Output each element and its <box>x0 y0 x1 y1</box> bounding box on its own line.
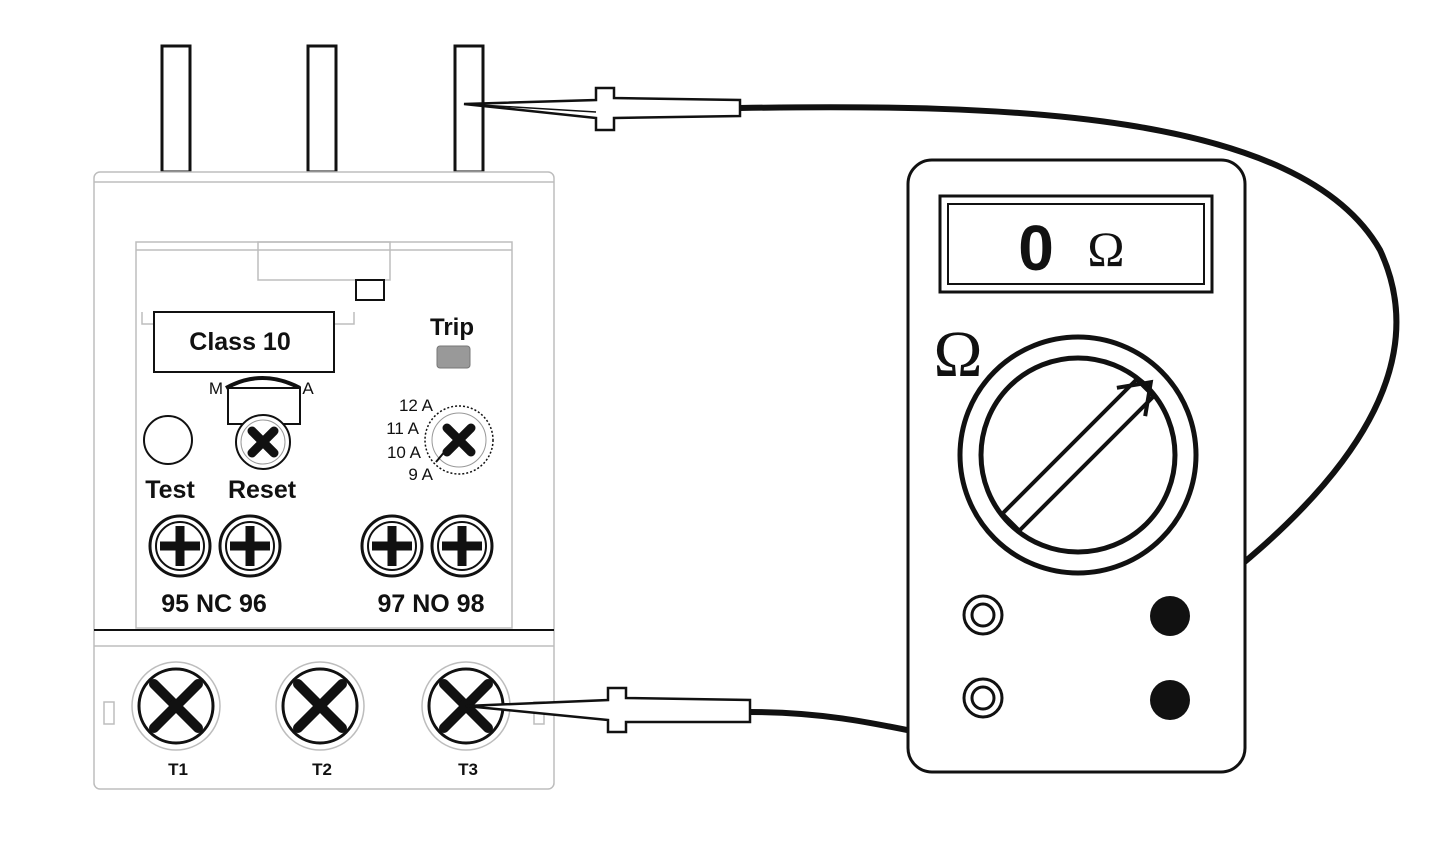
test-leads <box>463 86 1400 753</box>
line-pin-l2 <box>306 44 338 174</box>
overload-relay: Class 10 Trip M A Test Reset 12 A 11 A 1… <box>93 44 555 790</box>
reset-label: Reset <box>228 476 297 504</box>
lead-upper <box>739 104 1400 623</box>
jack-left-upper[interactable] <box>962 594 1004 636</box>
multimeter: 0 Ω Ω <box>906 158 1247 774</box>
current-setting-11a: 11 A <box>386 419 419 438</box>
probe-upper[interactable] <box>463 86 742 132</box>
class-label: Class 10 <box>189 328 290 356</box>
mode-auto-label: A <box>302 379 314 398</box>
current-setting-12a: 12 A <box>399 396 434 415</box>
mode-manual-label: M <box>209 379 223 398</box>
terminal-t3-label: T3 <box>458 760 478 779</box>
terminal-t1-screw[interactable] <box>131 661 221 751</box>
jack-right-lower[interactable] <box>1150 680 1190 720</box>
terminal-97-screw[interactable] <box>360 514 424 578</box>
current-adjust-dial[interactable] <box>424 405 494 475</box>
line-pin-l1 <box>160 44 192 174</box>
reset-screw[interactable] <box>235 414 291 470</box>
terminal-t1-label: T1 <box>168 760 188 779</box>
test-button[interactable] <box>143 415 193 465</box>
terminal-t2-screw[interactable] <box>275 661 365 751</box>
display-value: 0 <box>1018 212 1054 284</box>
display-unit: Ω <box>1087 221 1124 277</box>
terminal-t2-label: T2 <box>312 760 332 779</box>
test-label: Test <box>145 476 195 504</box>
jack-right-upper[interactable] <box>1150 596 1190 636</box>
terminal-96-screw[interactable] <box>218 514 282 578</box>
no-contact-label: 97 NO 98 <box>377 590 484 618</box>
terminal-98-screw[interactable] <box>430 514 494 578</box>
status-window <box>355 279 385 301</box>
mode-selector[interactable]: M A <box>209 376 314 425</box>
rotary-selector-knob[interactable] <box>957 334 1199 576</box>
terminal-95-screw[interactable] <box>148 514 212 578</box>
trip-indicator <box>436 345 471 369</box>
current-setting-10a: 10 A <box>387 443 422 462</box>
jack-left-lower[interactable] <box>962 677 1004 719</box>
current-setting-9a: 9 A <box>408 465 433 484</box>
nc-contact-label: 95 NC 96 <box>161 590 267 618</box>
line-pin-l3 <box>453 44 485 174</box>
trip-label: Trip <box>430 314 474 341</box>
dial-ohms-symbol: Ω <box>933 318 982 391</box>
class-label-box <box>153 311 335 373</box>
